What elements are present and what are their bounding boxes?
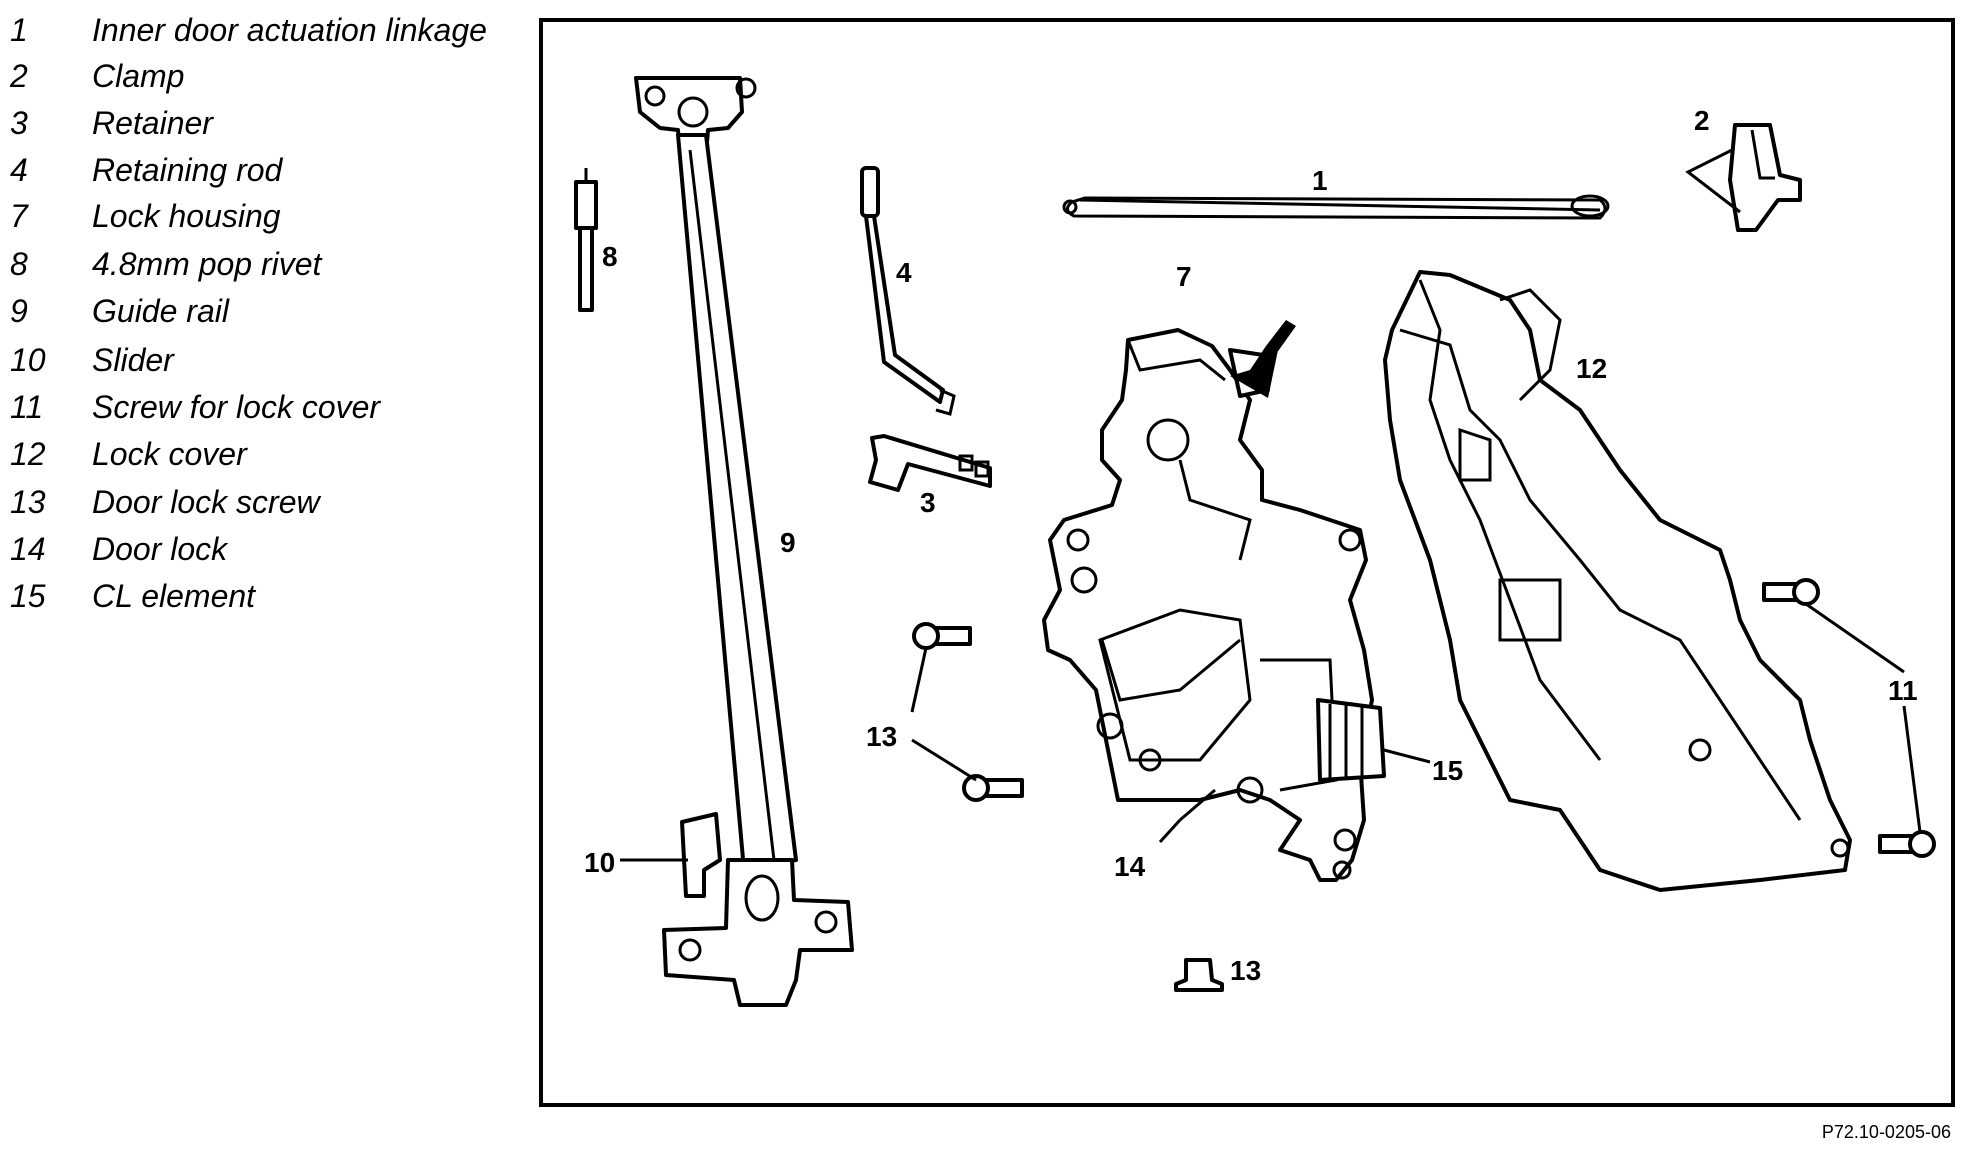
callout-2: 2 (1694, 105, 1710, 136)
leader-lines (620, 602, 1922, 862)
retaining-rod-drawing (860, 166, 956, 416)
legend-label: Retaining rod (92, 152, 283, 188)
callout-4: 4 (896, 257, 912, 288)
legend-label: Lock housing (92, 198, 281, 234)
diagram-frame (539, 18, 1955, 1107)
legend-number: 10 (10, 342, 46, 378)
legend-number: 3 (10, 105, 28, 141)
legend-label: Door lock screw (92, 484, 320, 520)
callout-12: 12 (1576, 353, 1607, 384)
figure-code: P72.10-0205-06 (1821, 1122, 1951, 1142)
legend-number: 15 (10, 578, 46, 614)
callout-13-left: 13 (866, 721, 897, 752)
guide-rail-drawing (634, 76, 854, 1007)
legend-number: 2 (10, 58, 28, 94)
pop-rivet-drawing (574, 168, 598, 312)
callout-9: 9 (780, 527, 796, 558)
legend-number: 9 (10, 293, 28, 329)
legend-label: Clamp (92, 58, 185, 94)
lock-cover-drawing (1383, 270, 1852, 892)
legend-number: 8 (10, 246, 28, 282)
direction-arrow-icon (1230, 320, 1296, 398)
callout-3: 3 (920, 487, 936, 518)
callout-7: 7 (1176, 261, 1192, 292)
legend-number: 4 (10, 152, 28, 188)
legend-label: Lock cover (92, 436, 247, 472)
legend-label: Guide rail (92, 293, 229, 329)
cover-screws-drawing (1762, 578, 1936, 858)
legend-number: 7 (10, 198, 28, 234)
retainer-drawing (868, 434, 992, 492)
legend-label: CL element (92, 578, 256, 614)
legend-label: Door lock (92, 531, 228, 567)
callout-11: 11 (1888, 675, 1918, 706)
lock-screws-drawing (912, 622, 1224, 992)
callout-14: 14 (1114, 851, 1146, 882)
legend-number: 14 (10, 531, 46, 567)
legend-number: 11 (10, 389, 44, 425)
legend-number: 12 (10, 436, 46, 472)
callout-15: 15 (1432, 755, 1463, 786)
legend-label: Inner door actuation linkage (92, 12, 487, 48)
callout-1: 1 (1312, 165, 1328, 196)
linkage-drawing (1062, 194, 1610, 220)
callout-8: 8 (602, 241, 618, 272)
callout-10: 10 (584, 847, 615, 878)
legend-label: 4.8mm pop rivet (92, 246, 322, 282)
clamp-drawing (1685, 123, 1802, 232)
legend-label: Slider (92, 342, 174, 378)
legend-number: 1 (10, 12, 28, 48)
door-lock-drawing (1042, 328, 1386, 882)
legend-label: Screw for lock cover (92, 389, 381, 425)
callout-13-bottom: 13 (1230, 955, 1261, 986)
legend-number: 13 (10, 484, 46, 520)
legend-label: Retainer (92, 105, 213, 141)
